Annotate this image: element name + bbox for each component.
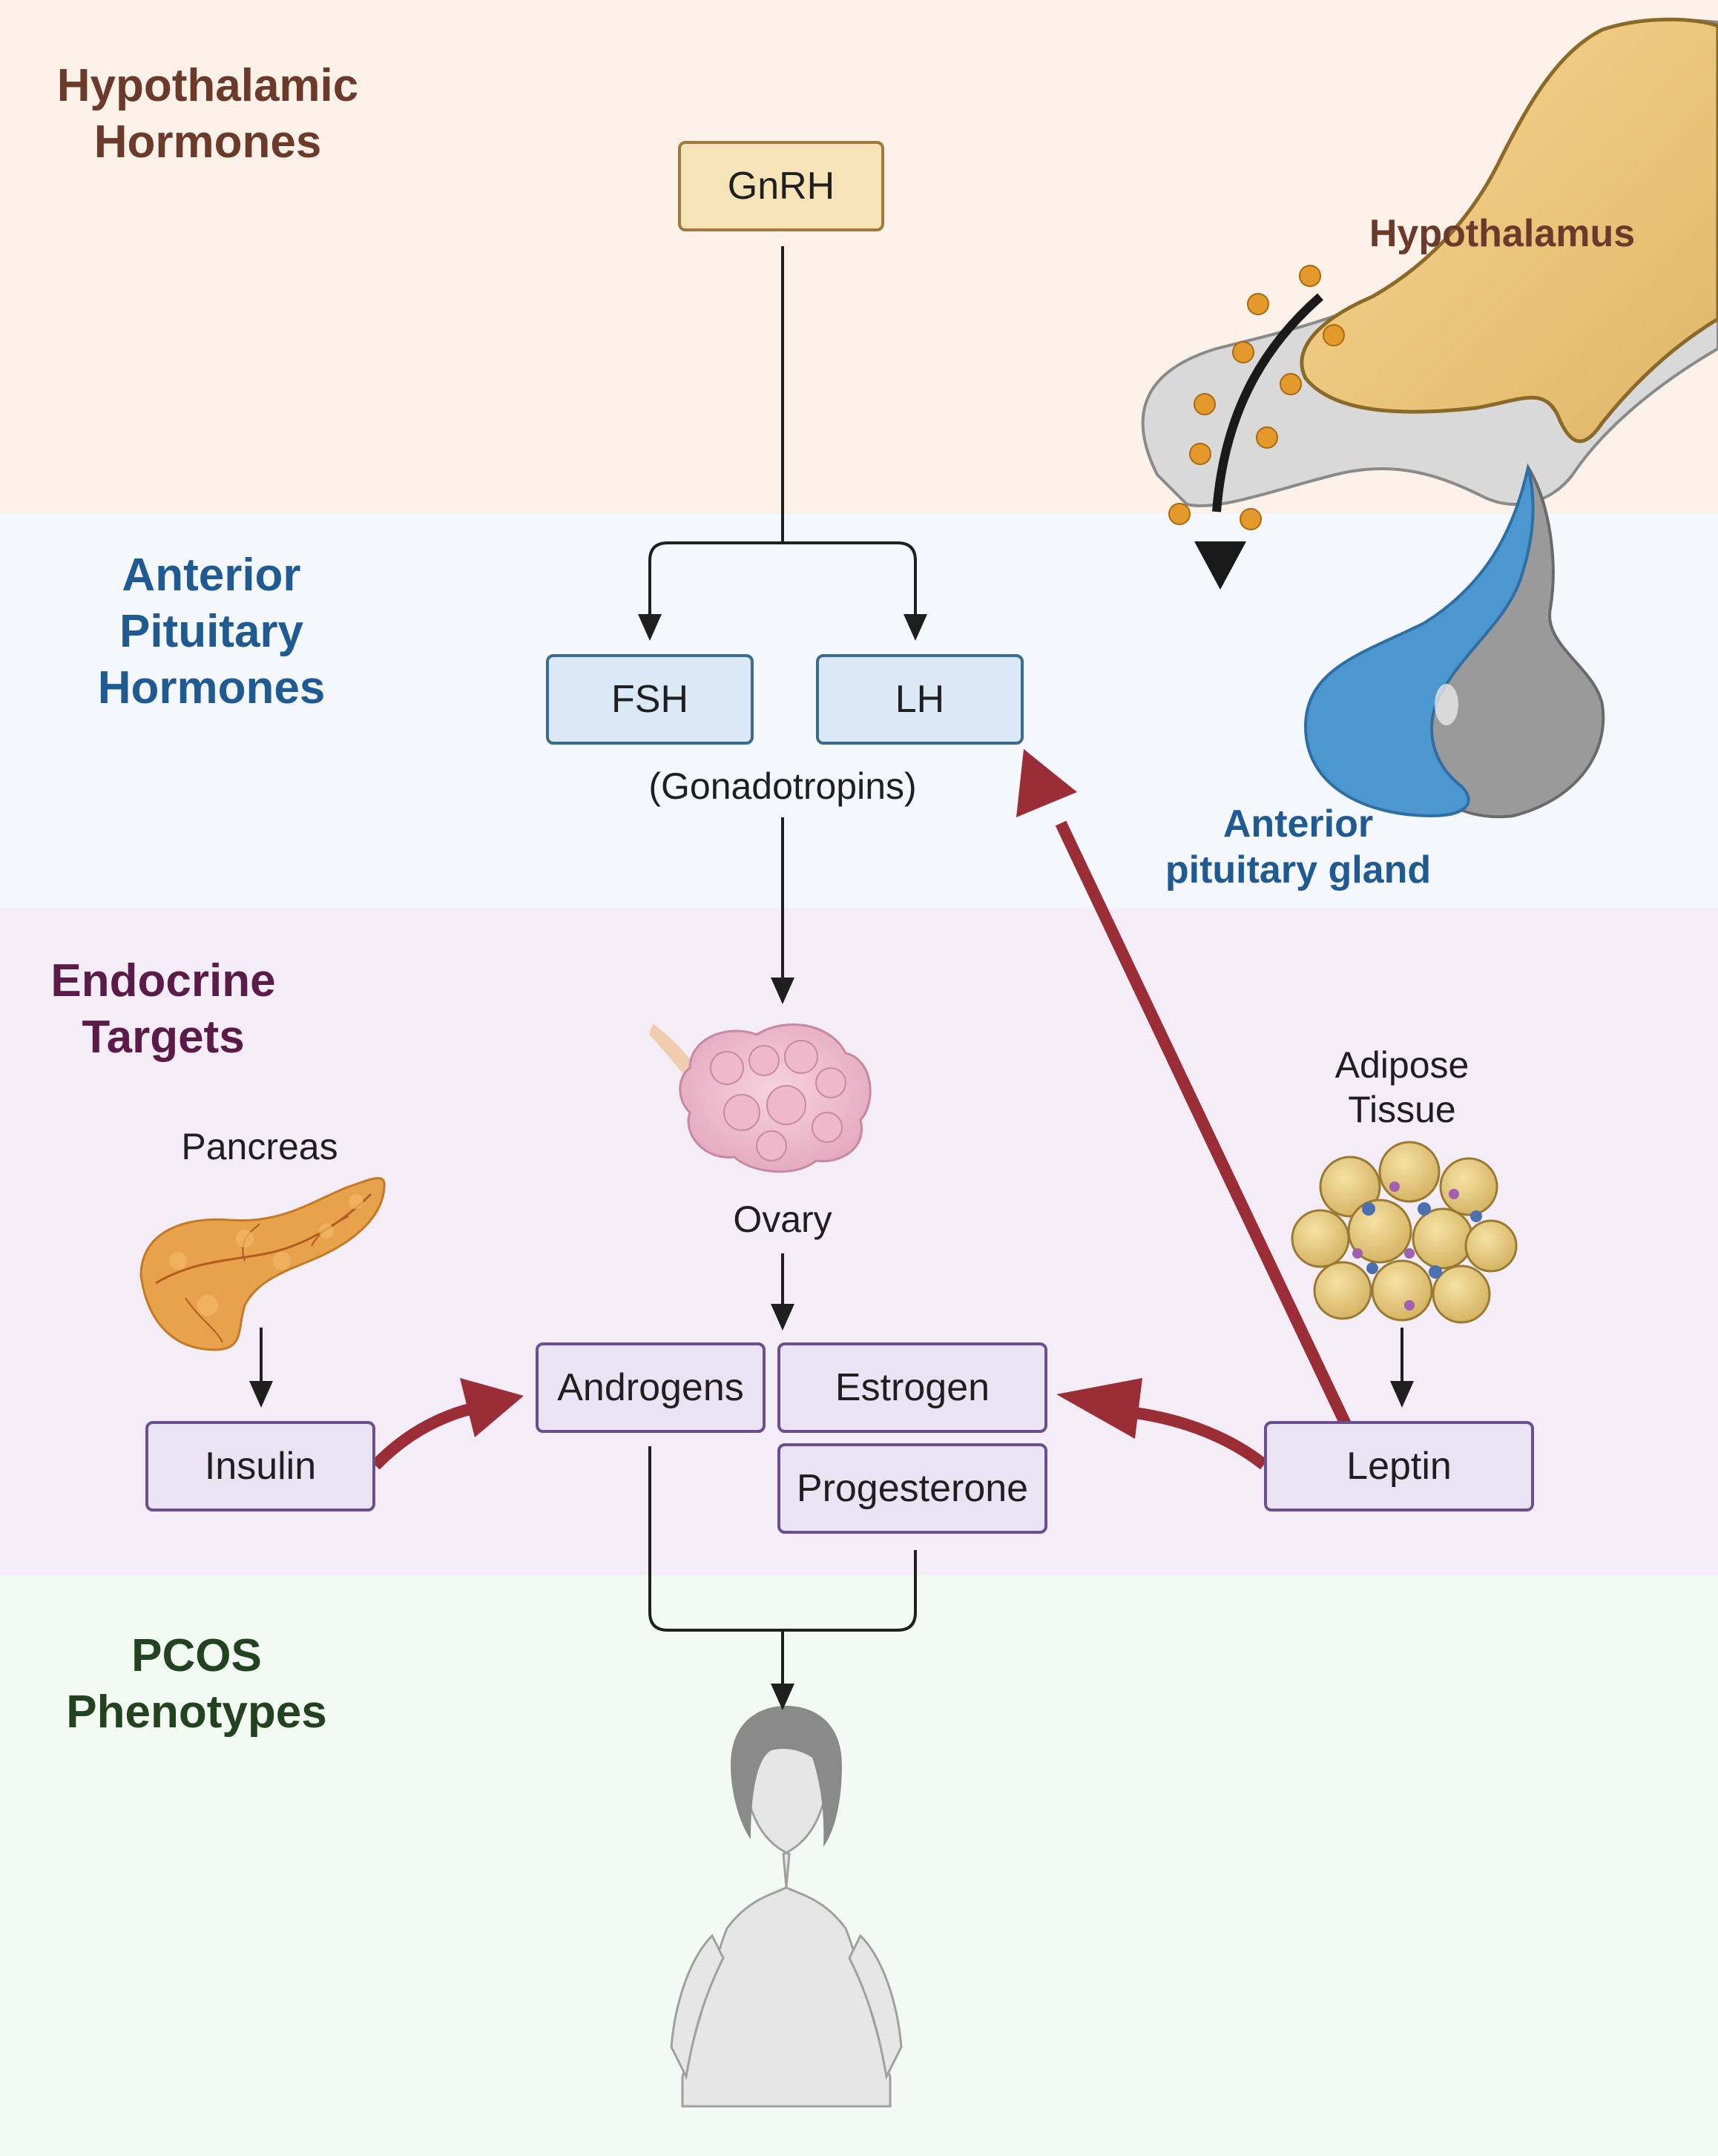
fsh-node: FSH <box>546 654 754 745</box>
section-title-anterior-pituitary: Anterior Pituitary Hormones <box>97 550 326 713</box>
hypothalamus-label: Hypothalamus <box>1369 212 1636 255</box>
flow-arrows <box>249 246 1414 1710</box>
ovary-label: Ovary <box>733 1199 832 1240</box>
section-title-endocrine-targets: Endocrine Targets <box>50 955 276 1063</box>
progesterone-node: Progesterone <box>777 1443 1047 1534</box>
pancreas-illustration <box>139 1176 386 1351</box>
adipose-tissue-label: Adipose Tissue <box>1334 1044 1469 1130</box>
adipose-illustration <box>1291 1141 1518 1324</box>
ovary-illustration <box>649 1023 872 1173</box>
pancreas-label: Pancreas <box>181 1126 338 1167</box>
androgens-node: Androgens <box>536 1342 766 1433</box>
hypothalamus-illustration <box>1141 17 1718 819</box>
gnrh-node: GnRH <box>678 141 884 231</box>
leptin-node: Leptin <box>1264 1421 1534 1511</box>
section-title-pcos-phenotypes: PCOS Phenotypes <box>66 1630 327 1738</box>
gonadotropins-label: (Gonadotropins) <box>648 765 917 807</box>
anterior-pituitary-label: Anterior pituitary gland <box>1165 802 1432 891</box>
insulin-node: Insulin <box>145 1421 375 1511</box>
woman-illustration <box>670 1706 903 2108</box>
lh-node: LH <box>816 654 1024 745</box>
estrogen-node: Estrogen <box>777 1342 1047 1433</box>
feedback-arrows <box>371 749 1352 1470</box>
section-title-hypothalamic: Hypothalamic Hormones <box>56 60 359 168</box>
